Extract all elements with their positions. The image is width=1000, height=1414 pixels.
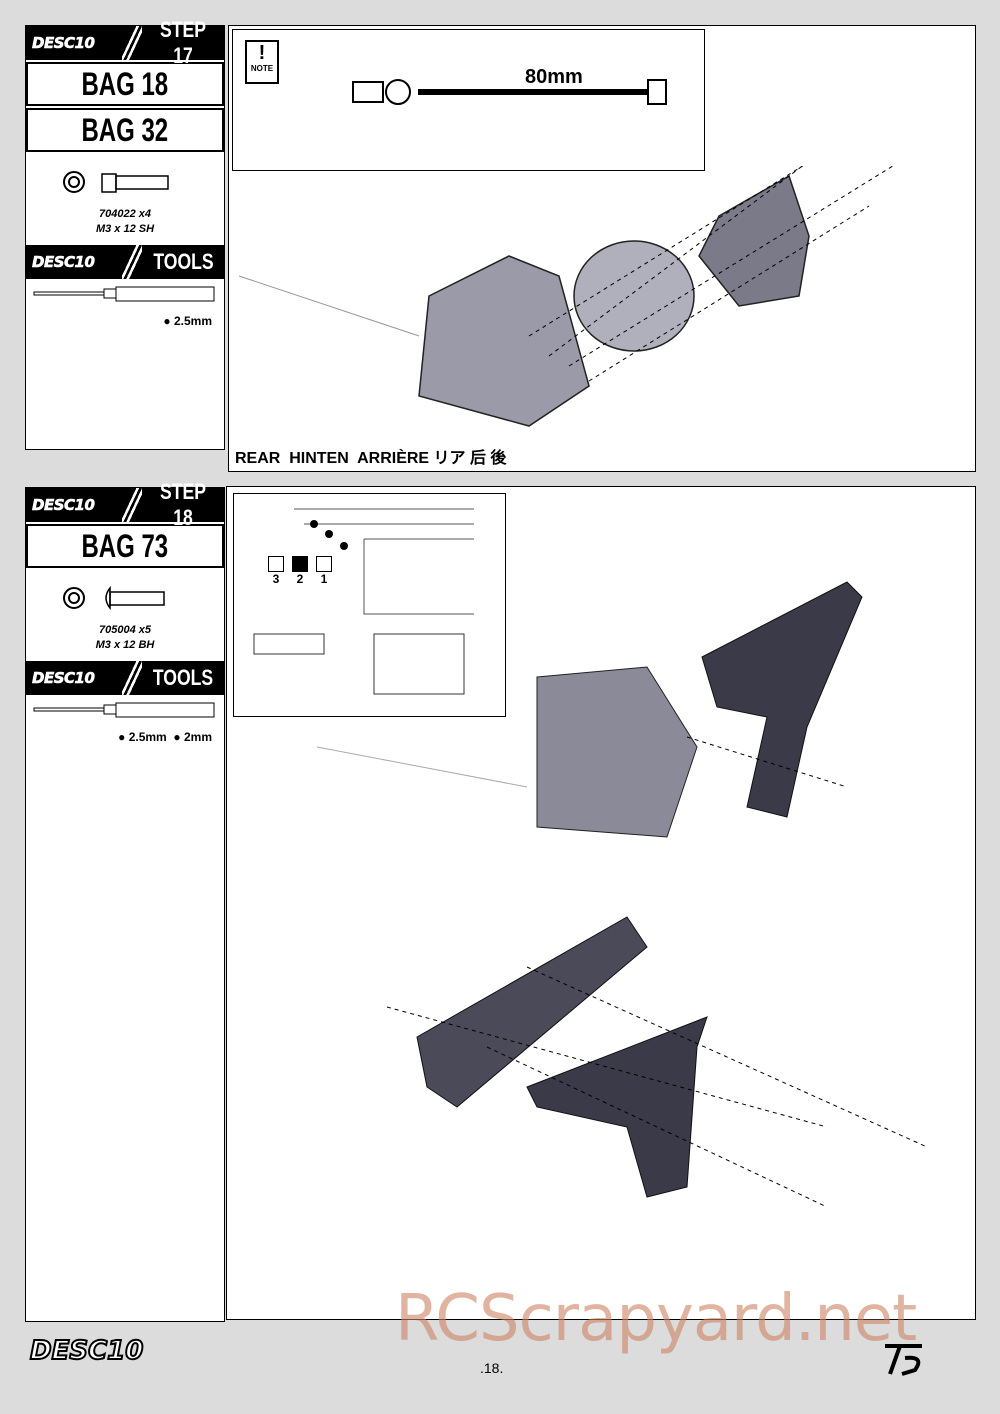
hex-driver-icon bbox=[33, 286, 215, 302]
footer-brand-logo: DESC10 bbox=[29, 1335, 144, 1367]
bag-label: BAG 18 bbox=[26, 62, 224, 106]
td-logo-icon bbox=[885, 1344, 922, 1376]
bag-label: BAG 32 bbox=[26, 108, 224, 152]
shock-position-inset: 3 2 1 bbox=[233, 493, 506, 717]
part-number: 705004 x5 bbox=[99, 624, 151, 636]
watermark: RCScrapyard.net bbox=[395, 1282, 917, 1356]
tool-size: ● 2.5mm bbox=[163, 314, 212, 328]
step-title: STEP 18 bbox=[160, 479, 206, 530]
step-title: STEP 17 bbox=[160, 17, 206, 68]
step17-diagram: !NOTE 80mm REAR HINTEN ARRIÈRE リア 后 後 bbox=[228, 25, 976, 472]
caption: REAR HINTEN ARRIÈRE リア 后 後 bbox=[235, 450, 507, 467]
brand-logo: DESC10 bbox=[32, 34, 95, 53]
length-label: 80mm bbox=[525, 66, 583, 88]
step17-sidebar: DESC10 STEP 17 BAG 18 BAG 32 704022 x4 M3… bbox=[25, 17, 225, 450]
note-icon: !NOTE bbox=[245, 40, 279, 84]
hex-driver-icon bbox=[33, 702, 215, 718]
part-desc: M3 x 12 SH bbox=[95, 223, 155, 235]
bag-label: BAG 73 bbox=[26, 524, 224, 568]
position-selector: 3 2 1 bbox=[268, 556, 332, 586]
note-inset: !NOTE 80mm bbox=[232, 29, 705, 171]
driveshaft-icon bbox=[352, 79, 667, 105]
screw-icon bbox=[63, 171, 169, 193]
differential-assembly-drawing bbox=[238, 166, 894, 427]
step18-diagram: 3 2 1 bbox=[226, 486, 976, 1320]
tool-sizes: ● 2.5mm ● 2mm bbox=[118, 730, 212, 744]
button-head-screw-icon bbox=[63, 585, 165, 611]
step17-header: DESC10 STEP 17 bbox=[26, 17, 224, 68]
part-desc: M3 x 12 BH bbox=[95, 639, 155, 651]
shock-tower-assembly-drawing bbox=[316, 581, 928, 1208]
part-number: 704022 x4 bbox=[99, 208, 151, 220]
page-number: .18. bbox=[480, 1360, 504, 1376]
